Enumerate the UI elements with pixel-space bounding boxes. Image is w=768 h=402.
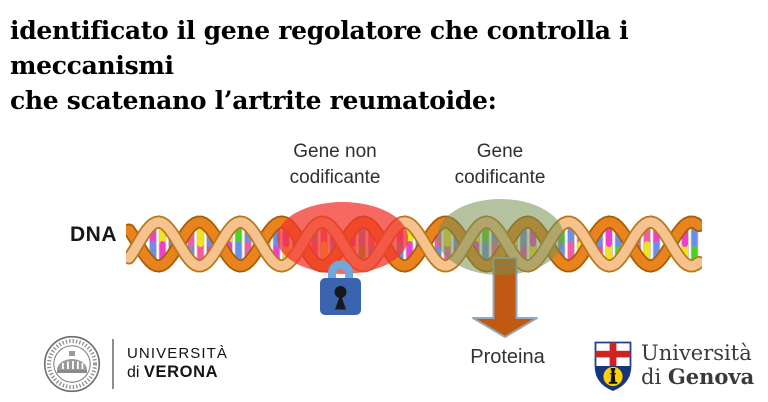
verona-line1: UNIVERSITÀ <box>127 345 229 362</box>
genova-line1: Università <box>641 341 752 365</box>
verona-logo-divider <box>112 339 114 389</box>
coding-highlight <box>437 199 564 275</box>
slide-title-line1: identificato il gene regolatore che cont… <box>10 16 629 80</box>
dna-helix-illustration <box>126 215 702 273</box>
dna-label: DNA <box>70 223 117 246</box>
verona-line2: di VERONA <box>127 363 219 381</box>
verona-university-seal-icon <box>43 335 101 393</box>
genova-line2: di Genova <box>641 364 755 389</box>
genova-logo-text: Università di Genova <box>641 342 754 389</box>
padlock-icon <box>320 260 361 315</box>
slide-title: identificato il gene regolatore che cont… <box>10 13 762 118</box>
slide-title-line2: che scatenano l’artrite reumatoide: <box>10 86 497 115</box>
genova-university-shield-icon <box>594 341 632 391</box>
noncoding-gene-label: Gene non codificante <box>289 141 381 188</box>
protein-label: Proteina <box>470 346 545 368</box>
coding-gene-label: Gene codificante <box>454 141 546 188</box>
verona-logo-text: UNIVERSITÀ di VERONA <box>127 345 228 382</box>
